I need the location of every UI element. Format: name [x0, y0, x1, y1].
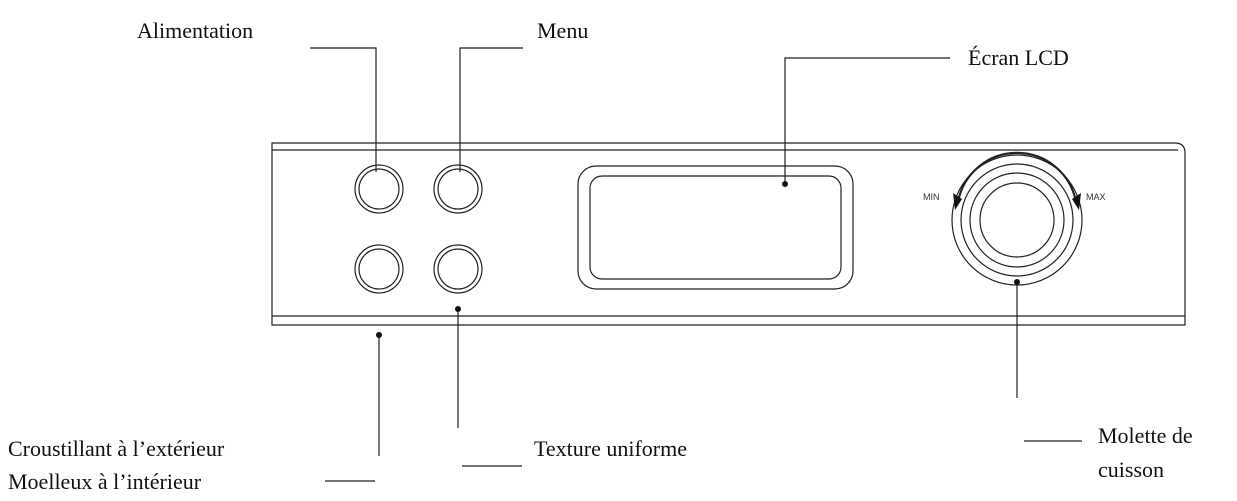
leader-dot-crispy: [376, 332, 382, 338]
leader-lcd: [784, 57, 950, 182]
leader-dot-lcd: [782, 181, 788, 187]
leader-power: [310, 47, 377, 172]
label-crispy-line1: Croustillant à l’extérieur: [8, 436, 225, 461]
label-menu: Menu: [537, 18, 589, 43]
label-knob-line1: Molette de: [1098, 423, 1193, 448]
label-lcd: Écran LCD: [968, 45, 1069, 70]
panel-front-outline: [271, 142, 1186, 326]
knob-min-arrow: [953, 193, 962, 210]
leader-menu: [459, 47, 523, 172]
label-uniform: Texture uniforme: [534, 436, 688, 461]
power-button: [354, 164, 404, 214]
knob-max-label: MAX: [1086, 192, 1106, 202]
knob-min-label: MIN: [923, 192, 940, 202]
lcd-screen-outer: [577, 165, 854, 290]
label-knob-line2: cuisson: [1098, 457, 1164, 482]
lcd-screen-inner: [589, 175, 842, 280]
uniform-button: [433, 244, 483, 294]
menu-button: [433, 164, 483, 214]
label-crispy-line2: Moelleux à l’intérieur: [8, 469, 202, 494]
leader-dot-knob: [1014, 279, 1020, 285]
knob-max-arrow: [1072, 193, 1081, 210]
leader-dot-uniform: [455, 306, 461, 312]
label-power: Alimentation: [137, 18, 254, 43]
crispy-button: [354, 244, 404, 294]
knob-scale-arc: [956, 151, 1078, 203]
